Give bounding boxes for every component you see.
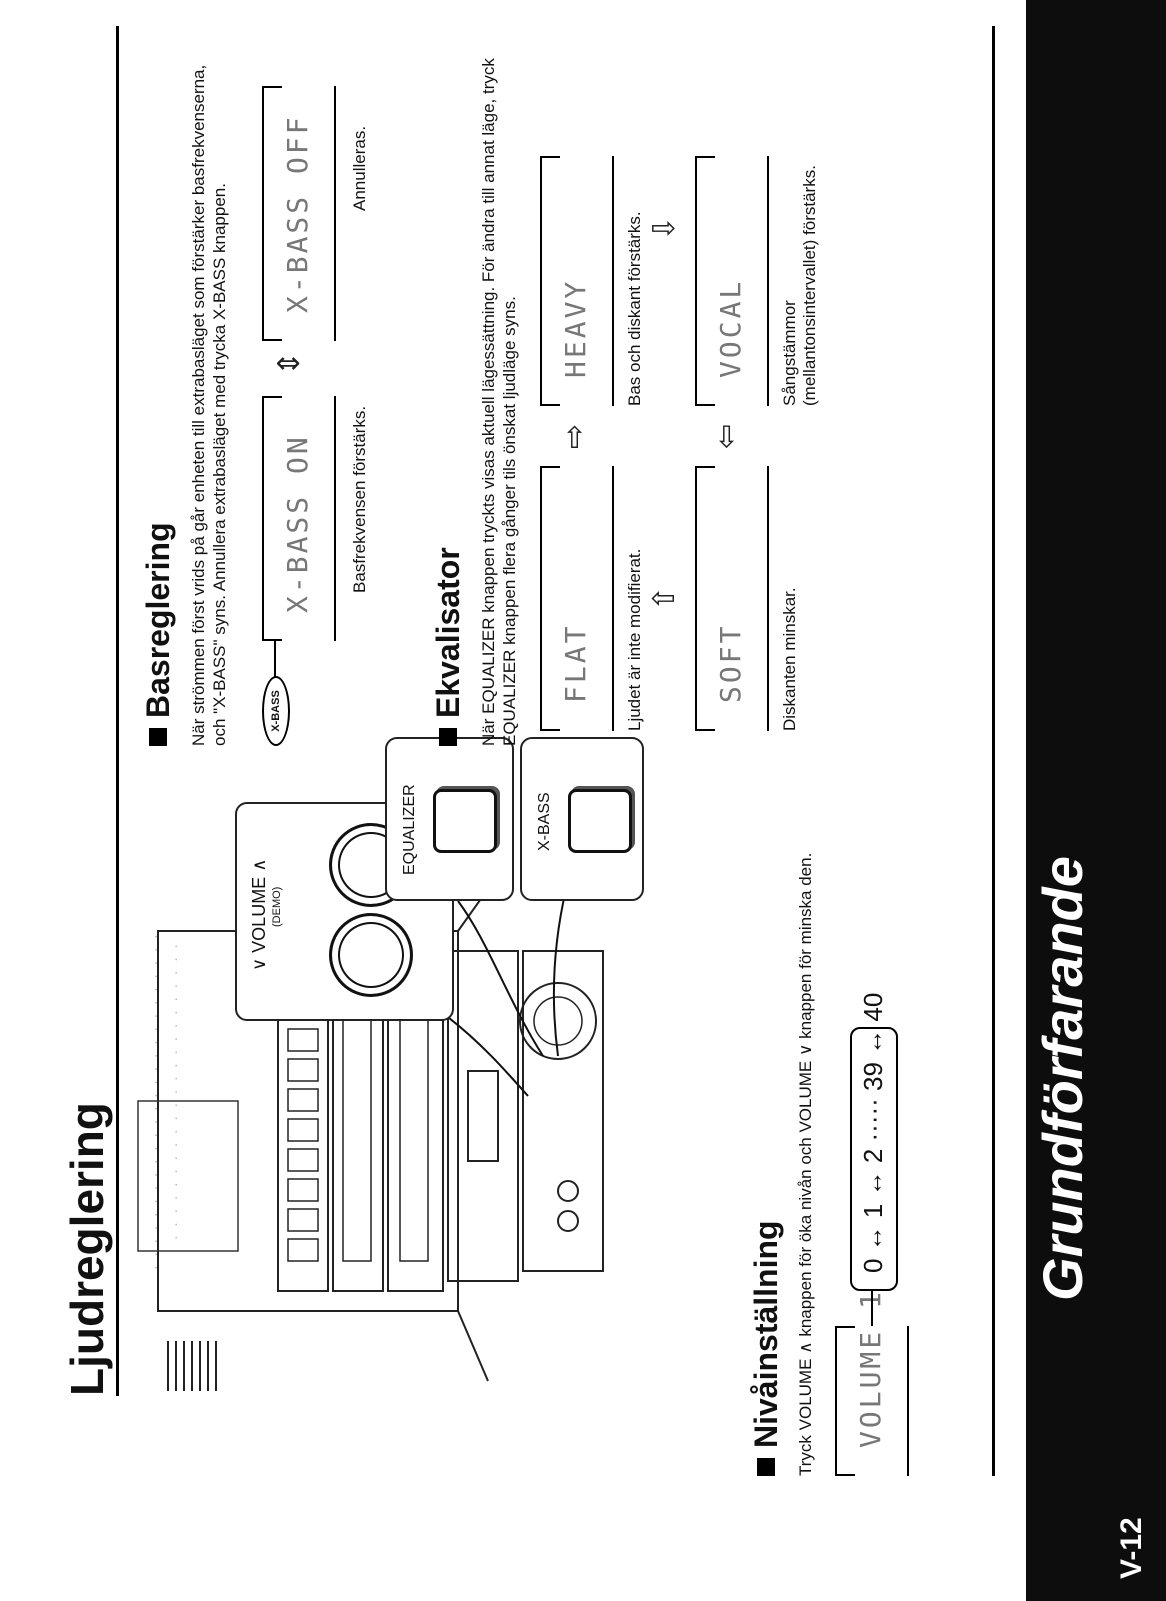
arrow-right-icon: ⇨ (558, 423, 591, 449)
faint-scan-text: · · · · · · · · · · · · · · · · · · · · … (150, 933, 163, 1271)
bass-title: Basreglering (140, 522, 176, 718)
eq-mode-vocal-caption: Sångstämmor (mellantonsintervallet) förs… (780, 165, 819, 406)
page-number: V-12 (1115, 1517, 1148, 1579)
xbass-off-display: X-BASS OFF (262, 86, 336, 341)
faint-scan-text: · · · · · · · · · · · · · · · · · · · · … (170, 942, 183, 1241)
volume-scale-text: 0 ↔ 1 ↔ 2 ····· 39 ↔ 40 (858, 992, 888, 1273)
eq-mode-vocal-text: VOCAL (714, 278, 747, 378)
side-band (1026, 0, 1166, 1601)
section-bass: Basreglering (140, 522, 177, 746)
xbass-button[interactable] (568, 789, 632, 853)
equalizer-button[interactable] (433, 789, 497, 853)
demo-label: (DEMO) (271, 886, 283, 927)
xbass-off-display-text: X-BASS OFF (281, 114, 314, 313)
arrow-left-icon: ⇦ (710, 423, 743, 449)
arrow-down-icon: ⇩ (648, 215, 681, 241)
volume-label: ∨ VOLUME ∧ (249, 858, 269, 971)
bullet-square (439, 728, 457, 746)
xbass-label: X-BASS (536, 792, 553, 851)
xbass-on-display: X-BASS ON (262, 396, 336, 641)
eq-mode-soft-caption: Diskanten minskar. (780, 587, 799, 731)
eq-mode-vocal-display: VOCAL (695, 156, 769, 406)
side-tab-title: Grundförfarande (1031, 856, 1094, 1301)
xbass-off-caption: Annulleras. (350, 125, 369, 211)
xbass-panel: X-BASS (520, 737, 644, 901)
page-title: Ljudreglering (61, 1102, 113, 1396)
volume-down-knob[interactable] (329, 913, 413, 997)
xbass-on-caption: Basfrekvensen förstärks. (350, 405, 369, 593)
arrow-up-icon: ⇧ (648, 585, 681, 611)
eq-mode-flat-text: FLAT (559, 623, 592, 703)
level-text: Tryck VOLUME ∧ knappen för öka nivån och… (796, 852, 815, 1476)
volume-display: VOLUME 10 (835, 1269, 909, 1476)
section-level: Nivåinställning (748, 1220, 785, 1476)
equalizer-title: Ekvalisator (430, 547, 466, 718)
volume-scale: 0 ↔ 1 ↔ 2 ····· 39 ↔ 40 (850, 993, 898, 1291)
bullet-square (149, 728, 167, 746)
eq-mode-flat-caption: Ljudet är inte modifierat. (625, 548, 644, 731)
title-rule (116, 26, 119, 1396)
level-title: Nivåinställning (748, 1220, 784, 1448)
bottom-rule (992, 26, 995, 1476)
eq-mode-flat-display: FLAT (540, 466, 614, 731)
eq-mode-soft-text: SOFT (714, 623, 747, 703)
bullet-square (757, 1458, 775, 1476)
equalizer-panel: EQUALIZER (385, 737, 514, 901)
eq-mode-heavy-display: HEAVY (540, 156, 614, 406)
equalizer-text: När EQUALIZER knappen tryckts visas aktu… (479, 58, 519, 746)
stereo-illustration (137, 860, 604, 1391)
eq-mode-heavy-text: HEAVY (559, 278, 592, 378)
eq-mode-soft-display: SOFT (695, 466, 769, 731)
volume-connector (871, 1291, 873, 1326)
equalizer-label: EQUALIZER (401, 784, 418, 875)
section-equalizer: Ekvalisator (430, 547, 467, 746)
badge-connector (274, 640, 276, 678)
double-arrow-icon: ⇕ (273, 350, 306, 376)
bass-text: När strömmen först vrids på går enheten … (189, 64, 229, 746)
xbass-on-display-text: X-BASS ON (281, 434, 314, 613)
eq-mode-heavy-caption: Bas och diskant förstärks. (625, 211, 644, 406)
xbass-badge-text: X-BASS (270, 690, 282, 732)
xbass-badge: X-BASS (262, 676, 290, 746)
